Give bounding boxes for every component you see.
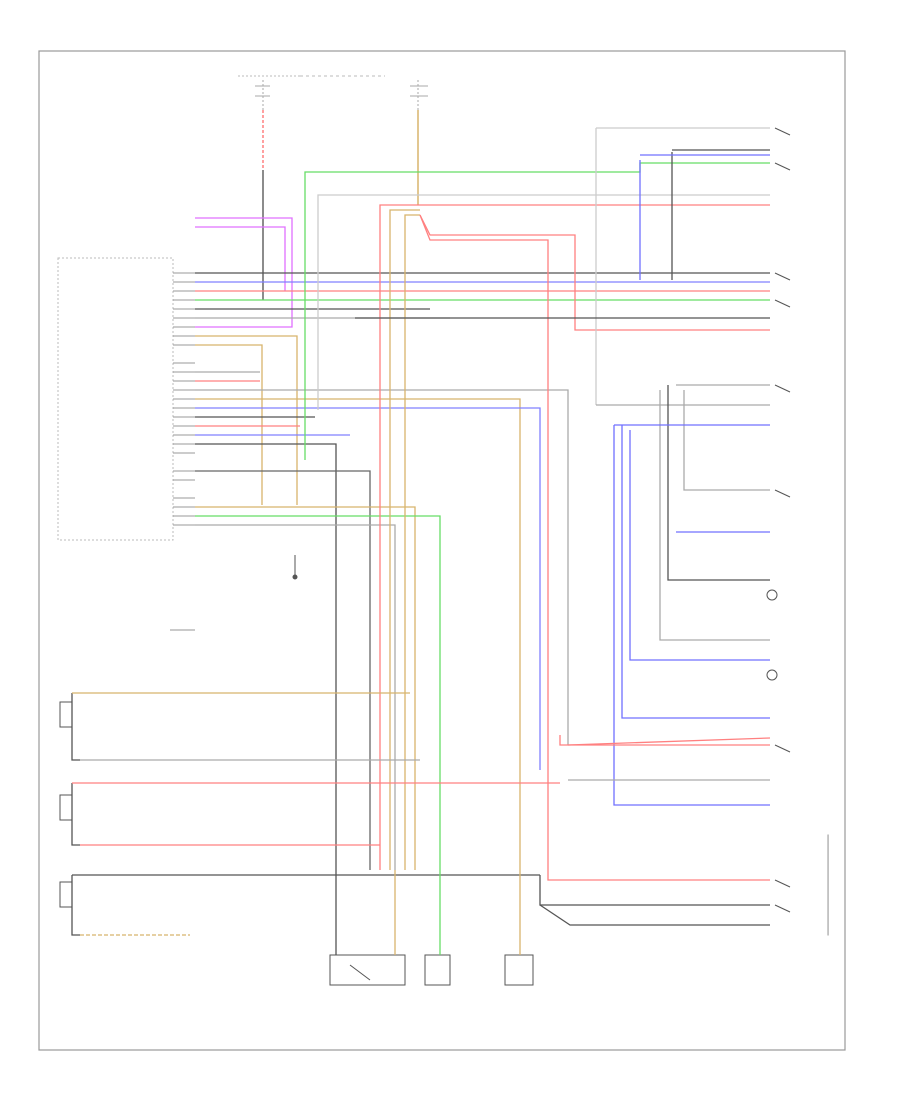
switch-icon bbox=[774, 127, 791, 913]
control-module-outline bbox=[57, 257, 174, 541]
ground-icon bbox=[292, 555, 298, 580]
lamp-icon bbox=[766, 589, 778, 681]
relay-icon bbox=[329, 954, 406, 986]
upper-routing-wires bbox=[304, 127, 770, 881]
bottom-drop-wires bbox=[335, 870, 521, 955]
fuse-supply-left bbox=[238, 75, 385, 110]
right-switch-wires bbox=[559, 384, 771, 806]
connector-icon bbox=[424, 954, 534, 986]
lower-left-wires bbox=[71, 629, 770, 936]
diagram-frame bbox=[38, 50, 846, 1051]
module-pins bbox=[173, 272, 195, 526]
bus-wires bbox=[195, 272, 770, 870]
fuse-supply-right bbox=[410, 80, 428, 110]
switch-icon bbox=[59, 701, 73, 908]
